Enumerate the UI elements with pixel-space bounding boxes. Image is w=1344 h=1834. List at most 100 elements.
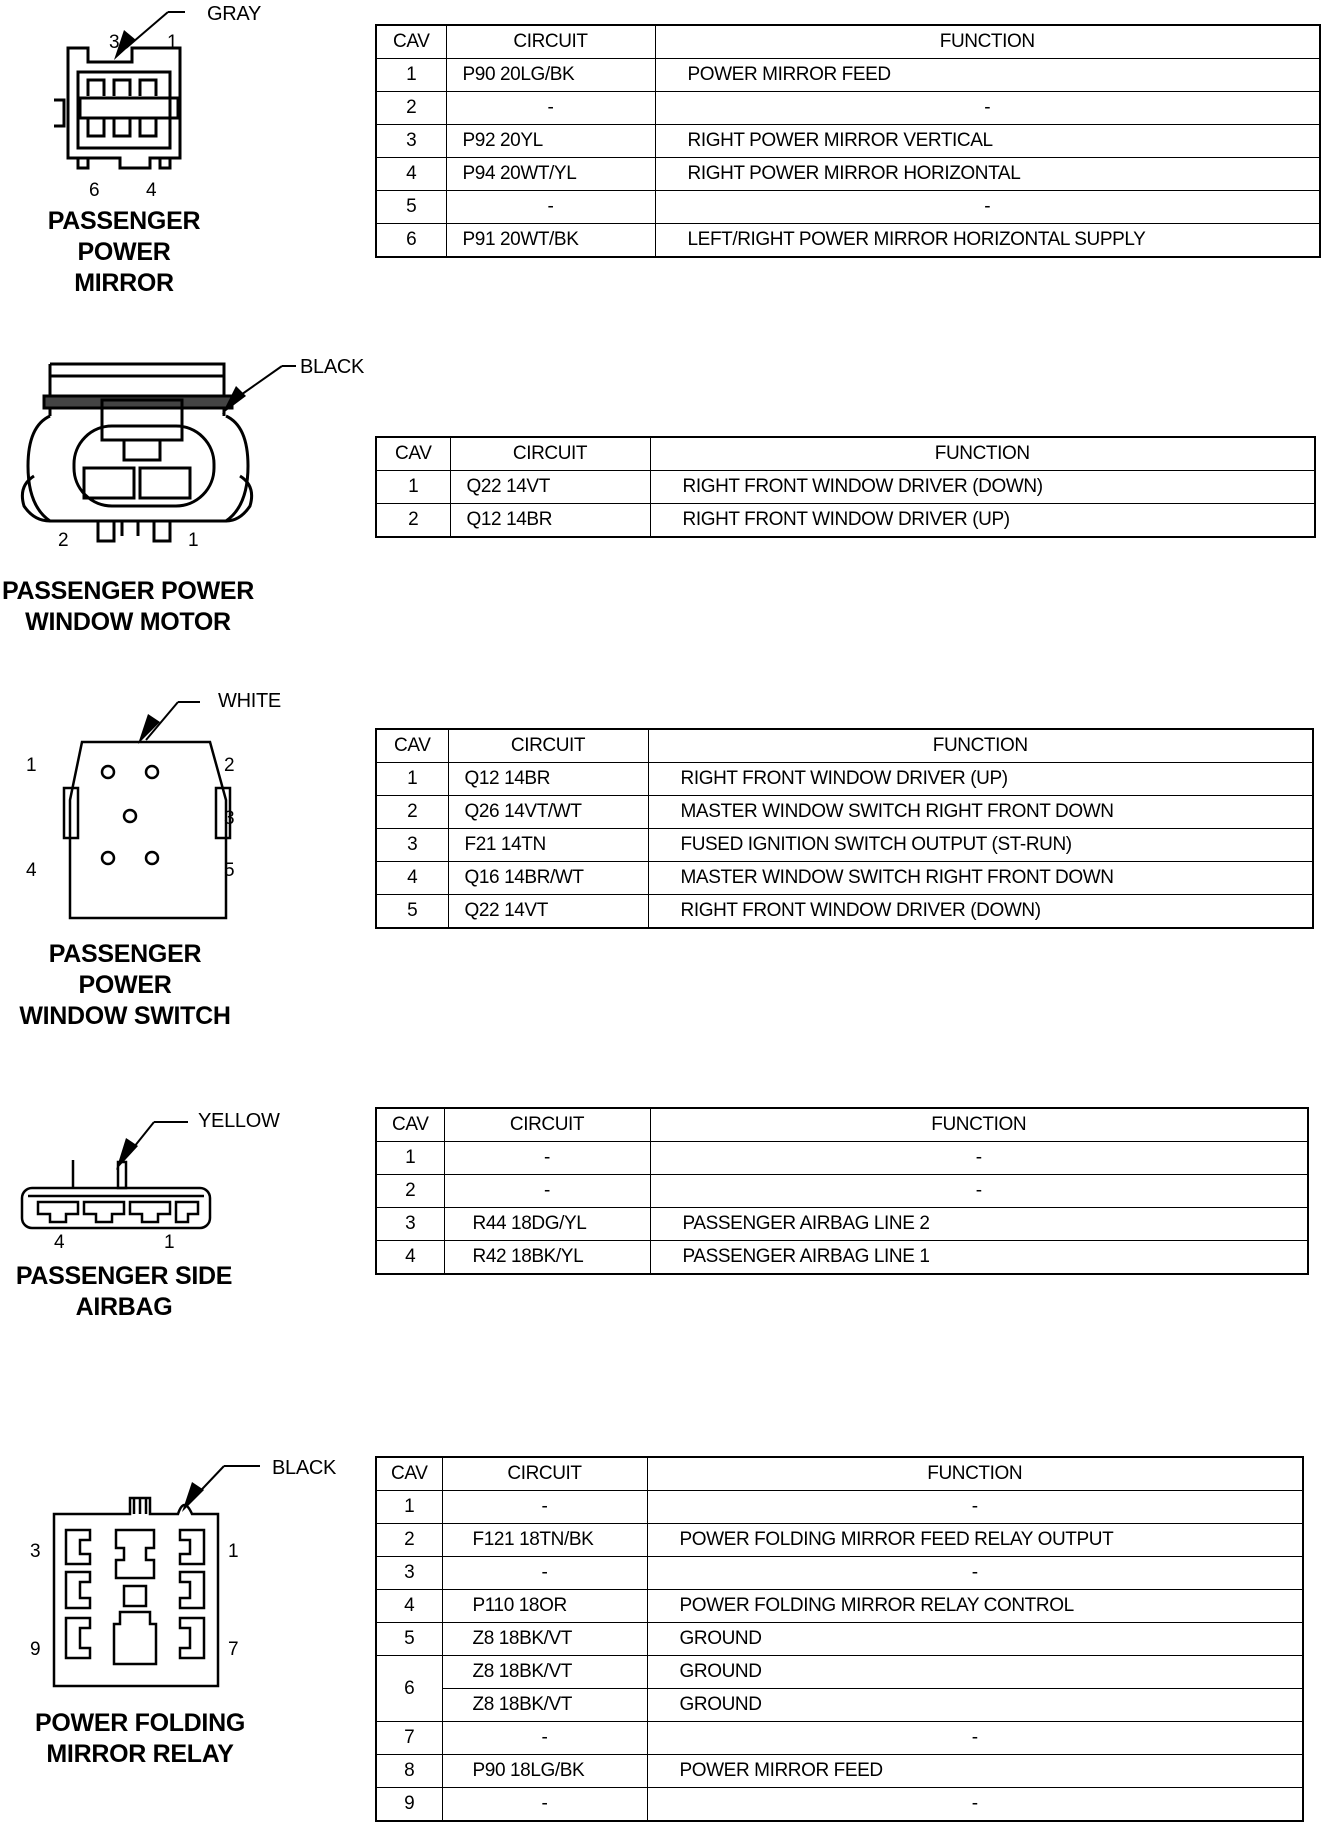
circuit-cell: -	[443, 1141, 651, 1175]
column-header-cav: CAV	[375, 1107, 445, 1142]
connector-title: PASSENGER POWER WINDOW MOTOR	[0, 576, 256, 638]
pin-number: 3	[224, 808, 235, 829]
function-cell: GROUND	[646, 1688, 1304, 1722]
circuit-cell: Z8 18BK/VT	[441, 1688, 648, 1722]
cav-cell: 9	[375, 1787, 443, 1822]
cav-cell: 3	[375, 1556, 443, 1590]
cav-cell: 4	[375, 1589, 443, 1623]
table-header-row: CAV CIRCUIT FUNCTION	[375, 436, 1316, 471]
pin-number: 2	[224, 755, 235, 776]
pin-number: 1	[164, 1232, 175, 1253]
table-row: 2--	[375, 1174, 1309, 1208]
pin-number: 3	[109, 32, 120, 53]
function-cell: POWER FOLDING MIRROR RELAY CONTROL	[646, 1589, 1304, 1623]
function-cell: GROUND	[646, 1655, 1304, 1689]
circuit-cell: Q12 14BR	[447, 762, 649, 796]
function-cell: GROUND	[646, 1622, 1304, 1656]
connector-title-line: MIRROR RELAY	[46, 1740, 234, 1768]
function-cell: -	[646, 1721, 1304, 1755]
connector-title-line: PASSENGER POWER	[47, 207, 201, 266]
circuit-cell: P90 18LG/BK	[441, 1754, 648, 1788]
function-cell: -	[649, 1141, 1309, 1175]
column-header-function: FUNCTION	[654, 24, 1321, 59]
connector-color-label: BLACK	[272, 1457, 337, 1479]
cav-cell: 6	[375, 1655, 443, 1722]
circuit-cell: P90 20LG/BK	[445, 58, 656, 92]
circuit-cell: Q26 14VT/WT	[447, 795, 649, 829]
pin-number: 1	[167, 32, 178, 53]
circuit-cell: F21 14TN	[447, 828, 649, 862]
pin-number: 4	[26, 860, 37, 881]
pin-number: 1	[26, 755, 37, 776]
column-header-cav: CAV	[375, 728, 449, 763]
function-cell: POWER FOLDING MIRROR FEED RELAY OUTPUT	[646, 1523, 1304, 1557]
table-row: 9--	[375, 1787, 1304, 1822]
function-cell: -	[646, 1490, 1304, 1524]
function-cell: PASSENGER AIRBAG LINE 1	[649, 1240, 1309, 1275]
function-cell: RIGHT FRONT WINDOW DRIVER (DOWN)	[647, 894, 1314, 929]
table-row: 1--	[375, 1141, 1309, 1175]
cav-cell: 3	[375, 828, 449, 862]
cav-cell: 8	[375, 1754, 443, 1788]
table-header-row: CAV CIRCUIT FUNCTION	[375, 1107, 1309, 1142]
cav-cell: 4	[375, 157, 447, 191]
function-cell: RIGHT FRONT WINDOW DRIVER (DOWN)	[649, 470, 1316, 504]
column-header-circuit: CIRCUIT	[447, 728, 649, 763]
cav-cell: 1	[375, 762, 449, 796]
function-cell: -	[654, 190, 1321, 224]
circuit-cell: -	[441, 1787, 648, 1822]
circuit-cell: -	[445, 190, 656, 224]
circuit-cell: -	[445, 91, 656, 125]
passenger-power-window-motor-connector-icon	[14, 356, 296, 556]
connector-title-line: PASSENGER POWER	[1, 577, 255, 605]
table-row: 3--	[375, 1556, 1304, 1590]
connector-color-label: WHITE	[218, 690, 281, 712]
cav-cell: 2	[375, 1174, 445, 1208]
circuit-cell: P110 18OR	[441, 1589, 648, 1623]
column-header-cav: CAV	[375, 24, 447, 59]
passenger-power-window-switch-connector-icon	[60, 700, 280, 930]
connector-title-line: POWER FOLDING	[35, 1709, 245, 1737]
passenger-power-mirror-connector-icon	[50, 11, 240, 198]
circuit-cell: P92 20YL	[445, 124, 656, 158]
circuit-cell: -	[443, 1174, 651, 1208]
cav-cell: 2	[375, 503, 451, 538]
circuit-cell: Z8 18BK/VT	[441, 1655, 648, 1689]
cav-cell: 6	[375, 223, 447, 258]
table-row: 7--	[375, 1721, 1304, 1755]
cav-cell: 4	[375, 861, 449, 895]
connector-title: PASSENGER POWER WINDOW SWITCH	[0, 939, 250, 1032]
function-cell: MASTER WINDOW SWITCH RIGHT FRONT DOWN	[647, 861, 1314, 895]
table-header-row: CAV CIRCUIT FUNCTION	[375, 1456, 1304, 1491]
pin-number: 1	[188, 530, 199, 551]
cav-cell: 3	[375, 1207, 445, 1241]
function-cell: LEFT/RIGHT POWER MIRROR HORIZONTAL SUPPL…	[654, 223, 1321, 258]
function-cell: -	[654, 91, 1321, 125]
circuit-cell: -	[441, 1556, 648, 1590]
circuit-cell: -	[441, 1721, 648, 1755]
table-row: 1--	[375, 1490, 1304, 1524]
cav-cell: 5	[375, 1622, 443, 1656]
pin-number: 2	[58, 530, 69, 551]
function-cell: PASSENGER AIRBAG LINE 2	[649, 1207, 1309, 1241]
passenger-side-airbag-connector-icon	[18, 1110, 218, 1230]
circuit-cell: -	[441, 1490, 648, 1524]
column-header-function: FUNCTION	[649, 436, 1316, 471]
pin-number: 3	[30, 1541, 41, 1562]
connector-title-line: WINDOW SWITCH	[19, 1002, 231, 1030]
circuit-cell: P94 20WT/YL	[445, 157, 656, 191]
column-header-function: FUNCTION	[647, 728, 1314, 763]
cav-cell: 1	[375, 58, 447, 92]
column-header-circuit: CIRCUIT	[449, 436, 651, 471]
cav-cell: 5	[375, 894, 449, 929]
